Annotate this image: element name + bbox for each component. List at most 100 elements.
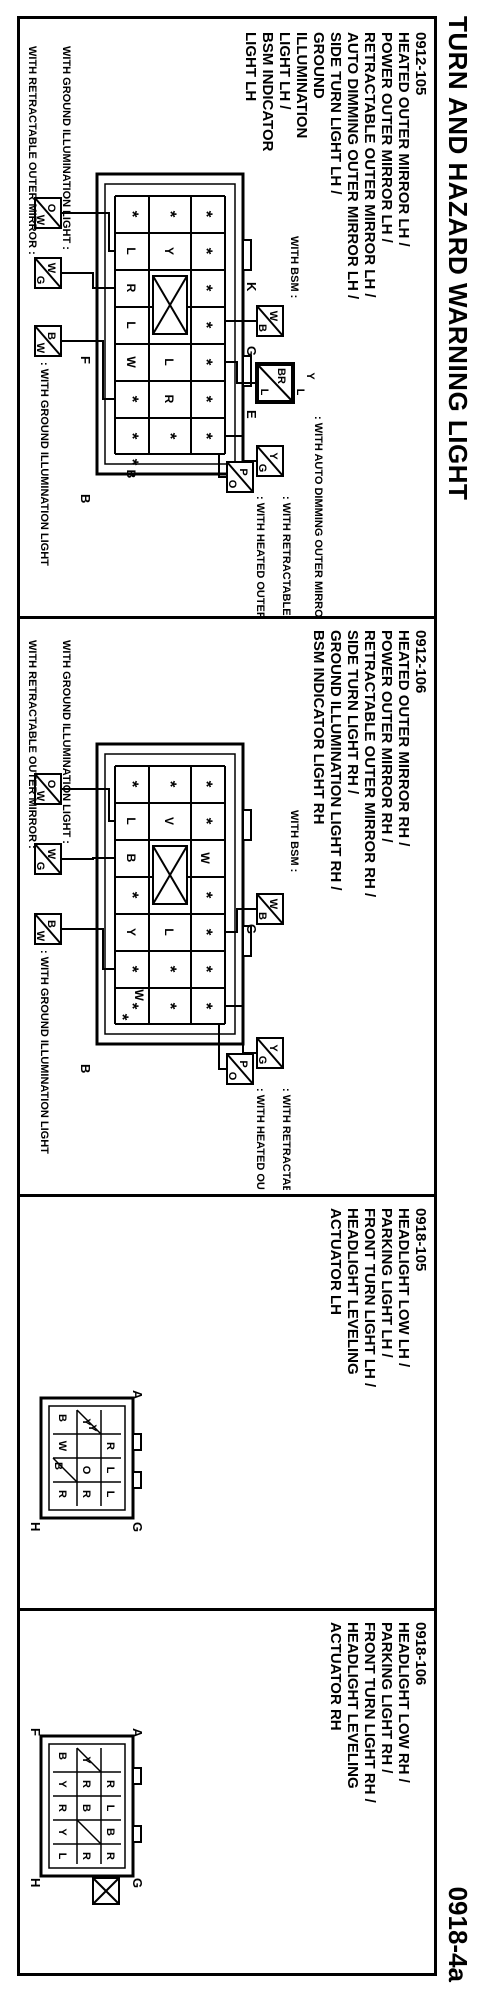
- pin-label: *: [197, 892, 216, 899]
- wire-color: W: [34, 343, 46, 354]
- pin-label: *: [123, 1003, 142, 1010]
- pin-label: *: [161, 211, 180, 218]
- wire-color: W: [267, 899, 279, 910]
- pin-label: L: [124, 247, 138, 254]
- wire-color: P: [237, 1060, 249, 1067]
- panel-divider: [17, 616, 437, 619]
- option-notes: WITH GROUND ILLUMINATION LIGHT : WITH RE…: [26, 640, 300, 1190]
- pin-label: B: [80, 1804, 92, 1812]
- wire-colors: O W W G B W W B BR L Y G P O Y L: [34, 204, 316, 489]
- pin-label: *: [123, 781, 142, 788]
- pin-label: R: [162, 395, 176, 404]
- pin-label: *: [161, 966, 180, 973]
- wire-color: W: [34, 791, 46, 802]
- option-note: WITH BSM :: [288, 810, 300, 872]
- pin-label: *: [123, 211, 142, 218]
- pin-label: *: [197, 359, 216, 366]
- pin-label: *: [161, 781, 180, 788]
- wire-color: G: [34, 276, 46, 285]
- pin-label: W: [198, 852, 212, 864]
- pin-label: R: [104, 1852, 116, 1860]
- connector-inner: [48, 1405, 126, 1511]
- connector-letters: A G H: [28, 1390, 145, 1532]
- pin-label: *: [197, 818, 216, 825]
- option-note: WITH BSM :: [288, 236, 300, 298]
- option-notes: WITH GROUND ILLUMINATION LIGHT : WITH RE…: [26, 46, 324, 616]
- panel-divider: [17, 1608, 437, 1611]
- wires: [61, 788, 257, 1070]
- wire-color: G: [34, 862, 46, 871]
- connector-diagram-0912-106: * * W * * * * * V L * * L B * * Y * * W: [26, 640, 300, 1190]
- connector-inner: [104, 753, 236, 1035]
- connector-latch: [242, 925, 252, 957]
- connector-inner: [104, 183, 236, 465]
- connector-body: [39, 1734, 135, 1878]
- pin-label: L: [104, 1467, 116, 1474]
- page-title: TURN AND HAZARD WARNING LIGHT: [443, 16, 473, 501]
- connector-diagram-0918-105: R L L Y O R B Y W B R A G H: [28, 1390, 145, 1532]
- figure-number: 0918-4a: [443, 1886, 473, 1982]
- pin-label: *: [197, 1003, 216, 1010]
- pin-labels: R L L Y O R B Y W B R: [52, 1414, 116, 1498]
- wire-color: B: [256, 912, 268, 920]
- pin-label: L: [124, 817, 138, 824]
- wire-colors: O W W G B W W B Y G P O: [34, 780, 279, 1081]
- pin-label: W: [132, 989, 146, 1001]
- pin-label: L: [104, 1491, 116, 1498]
- pin-grid: [114, 195, 226, 455]
- connector-letters: G B: [78, 924, 259, 1073]
- panel-0918-105: 0918-105 HEADLIGHT LOW LH / PARKING LIGH…: [21, 1202, 433, 1604]
- pin-label: *: [123, 459, 142, 466]
- pin-label: Y: [80, 1756, 92, 1764]
- option-note: : WITH RETRACTABLE OUTER MIRROR: [280, 1088, 292, 1190]
- pin-label: *: [197, 248, 216, 255]
- pin-label: Y: [56, 1780, 68, 1788]
- connector-letter: K: [244, 282, 259, 292]
- connector-latch: [242, 809, 252, 841]
- wire-boxes: [34, 773, 284, 1085]
- connector-letter: B: [78, 1064, 93, 1073]
- connector-letter: G: [244, 346, 259, 356]
- wire-color: P: [237, 468, 249, 475]
- connector-letter: G: [244, 924, 259, 934]
- option-note: : WITH HEATED OUTER MIRROR: [254, 1088, 266, 1190]
- pin-label: *: [123, 396, 142, 403]
- panel-0912-106: 0912-106 HEATED OUTER MIRROR RH / POWER …: [21, 624, 433, 1190]
- pin-label: L: [162, 358, 176, 365]
- wire-color: W: [45, 849, 57, 860]
- pin-label: *: [197, 929, 216, 936]
- panel-divider: [17, 1194, 437, 1197]
- connector-letter: A: [130, 1728, 145, 1738]
- connector-letter: B: [78, 494, 93, 503]
- pin-label: R: [104, 1442, 116, 1450]
- connector-letter: H: [28, 1878, 43, 1887]
- panel-0918-106: 0918-106 HEADLIGHT LOW RH / PARKING LIGH…: [21, 1616, 433, 1972]
- connector-latch: [242, 355, 252, 387]
- pin-label: L: [162, 928, 176, 935]
- connector-letters: A G F H: [28, 1728, 145, 1888]
- connector-body: [95, 742, 245, 1046]
- pin-label: L: [56, 1853, 68, 1860]
- pin-label: R: [80, 1780, 92, 1788]
- pin-labels: * * W * * * * * V L * * L B * * Y * * W: [113, 781, 216, 1021]
- connector-body: [95, 172, 245, 476]
- pin-label: *: [197, 285, 216, 292]
- pin-label: B: [52, 1462, 64, 1470]
- connector-letter: H: [28, 1522, 43, 1531]
- pin-label: *: [161, 433, 180, 440]
- pin-label: L: [124, 321, 138, 328]
- pin-label: *: [123, 433, 142, 440]
- wires: [61, 212, 257, 478]
- wire-color: W: [34, 931, 46, 942]
- pin-label: *: [197, 322, 216, 329]
- connector-body: [39, 1396, 135, 1520]
- wire-color: Y: [267, 1044, 279, 1052]
- option-note: : WITH GROUND ILLUMINATION LIGHT: [38, 362, 50, 566]
- pin-label: V: [162, 817, 176, 825]
- option-note: WITH GROUND ILLUMINATION LIGHT :: [60, 46, 72, 250]
- connector-letter: F: [78, 356, 93, 364]
- wire-color: L: [294, 389, 306, 396]
- pin-label: R: [104, 1780, 116, 1788]
